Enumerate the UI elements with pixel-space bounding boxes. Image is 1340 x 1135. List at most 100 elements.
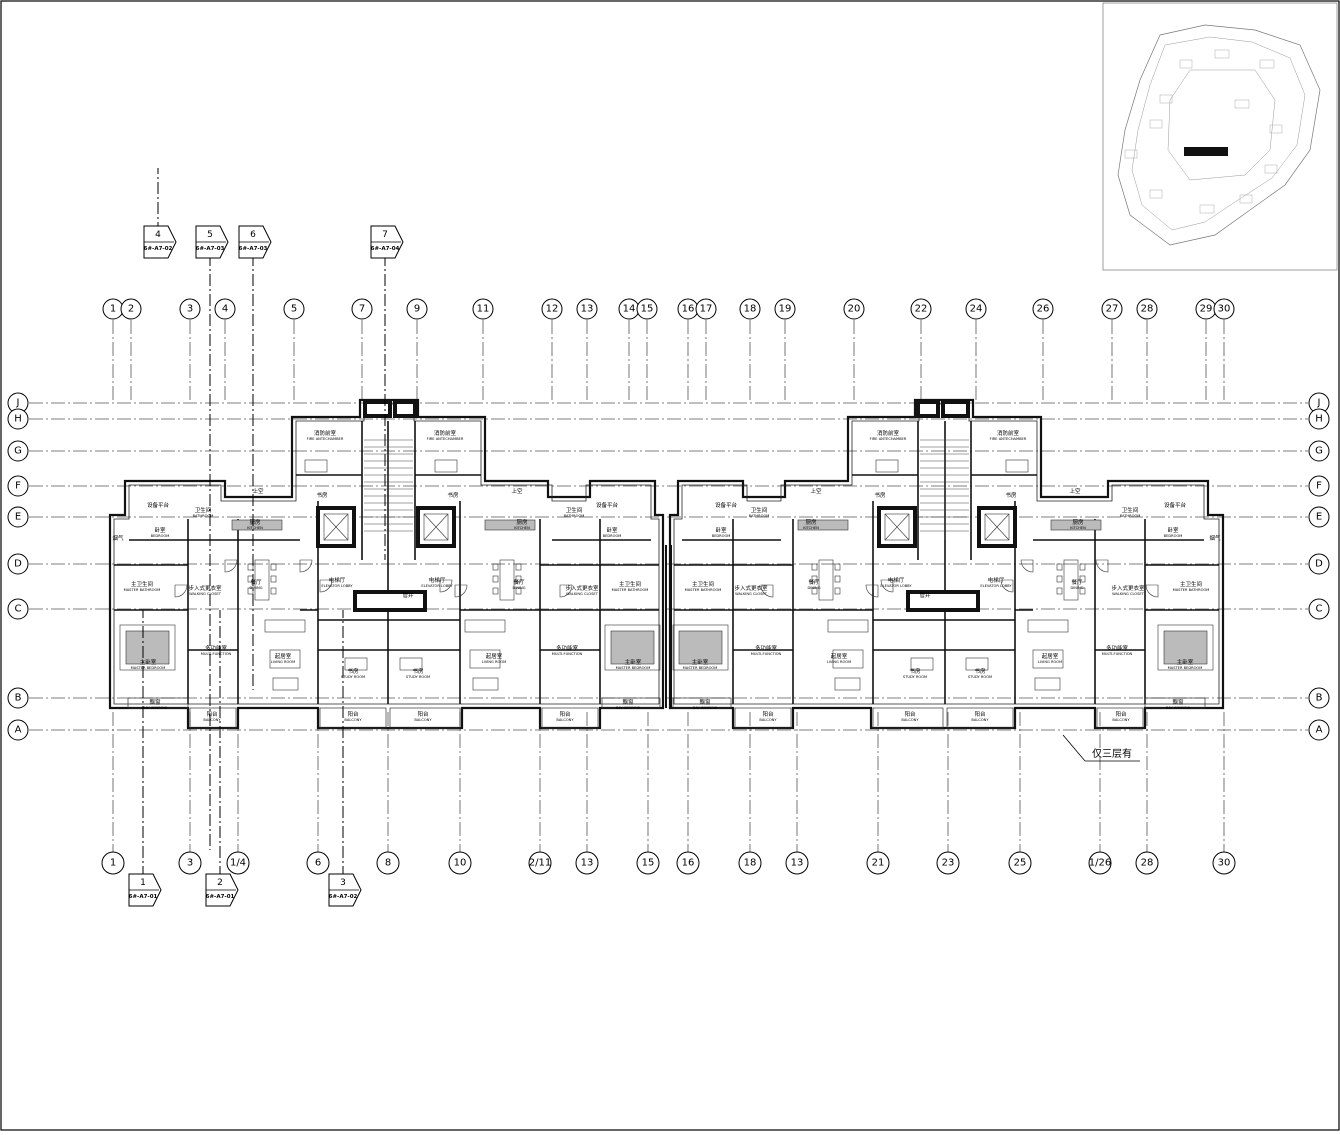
room-label-en: BALCONY — [1112, 718, 1130, 722]
section-number: 6 — [250, 230, 256, 240]
kitchen-counter — [231, 519, 283, 531]
room-label: 书房 — [974, 667, 986, 675]
room-label-en: DINING — [512, 586, 525, 590]
grid-bubble-top — [120, 298, 142, 320]
grid-label-top: 12 — [546, 304, 559, 315]
pipe-shaft — [353, 590, 427, 612]
grid-label-top: 18 — [744, 304, 757, 315]
room-label: 电梯厅 — [429, 576, 446, 584]
room-label-en: FIRE ANTECHAMBER — [307, 437, 344, 441]
room-label-en: MASTER BEDROOM — [131, 666, 166, 670]
grid-bubble-bottom — [1008, 851, 1032, 875]
room-label-en: BATHROOM — [564, 514, 585, 518]
room-label-en: MASTER BATHROOM — [612, 588, 649, 592]
desk — [399, 657, 423, 671]
row-label-right: H — [1315, 414, 1323, 425]
room-label: 消防前室 — [997, 429, 1020, 437]
row-label-right: B — [1316, 693, 1323, 704]
row-label-left: B — [15, 693, 22, 704]
sofa — [1027, 619, 1069, 633]
room-label-en: FIRE ANTECHAMBER — [870, 437, 907, 441]
grid-bubble-bottom — [738, 851, 762, 875]
grid-label-top: 24 — [970, 304, 983, 315]
grid-bubble-top — [406, 298, 428, 320]
grid-label-bottom: 28 — [1141, 858, 1154, 869]
room-label: 飘窗 — [622, 698, 634, 706]
room-label-en: MASTER BATHROOM — [1173, 588, 1210, 592]
grid-bubble-bottom — [306, 851, 330, 875]
row-label-left: E — [15, 512, 21, 523]
room-label: 上空 — [1069, 487, 1081, 495]
room-label: 阳台 — [974, 710, 986, 718]
grid-label-top: 11 — [477, 304, 490, 315]
desk — [434, 459, 458, 473]
room-label: 电梯厅 — [329, 576, 346, 584]
grid-label-bottom: 13 — [581, 858, 594, 869]
grid-label-bottom: 1 — [110, 858, 116, 869]
grid-label-top: 19 — [779, 304, 792, 315]
grid-label-top: 14 — [623, 304, 636, 315]
room-label: 主卧室 — [140, 658, 157, 666]
grid-label-bottom: 13 — [791, 858, 804, 869]
balcony-outline — [541, 707, 599, 729]
grid-label-bottom: 6 — [315, 858, 321, 869]
door-swing — [865, 584, 879, 598]
section-reference: 6#-A7-03 — [196, 246, 225, 252]
balcony-outline — [601, 697, 661, 709]
room-labels: 消防前室 FIRE ANTECHAMBER 消防前室 FIRE ANTECHAMBER… — [112, 429, 1221, 722]
row-label-right: A — [1316, 725, 1323, 736]
room-label-en: STUDY ROOM — [968, 675, 992, 679]
grid-label-bottom: 18 — [744, 858, 757, 869]
room-label: 主卧室 — [1177, 658, 1194, 666]
door-swing — [439, 579, 453, 593]
room-label-en: ELEVATOR LOBBY — [880, 584, 912, 588]
desk — [965, 657, 989, 671]
section-marker-top: 66#-A7-03 — [238, 225, 272, 690]
room-label: 卫生间 — [1122, 506, 1139, 514]
grid-label-top: 3 — [187, 304, 193, 315]
room-label: 飘窗 — [699, 698, 711, 706]
room-label: 消防前室 — [434, 429, 457, 437]
section-number: 7 — [382, 230, 388, 240]
room-label: 餐厅 — [808, 578, 820, 586]
row-bubble-left — [7, 687, 29, 709]
room-label-en: STUDY ROOM — [341, 675, 365, 679]
row-label-left: A — [15, 725, 22, 736]
grid-label-bottom: 3 — [187, 858, 193, 869]
room-label-en: BALCONY — [203, 718, 221, 722]
pipe-shaft — [906, 590, 980, 612]
room-label-en: MULTI-FUNCTION — [552, 652, 583, 656]
room-label-en: MULTI-FUNCTION — [751, 652, 782, 656]
pipe-shaft — [393, 400, 417, 418]
room-label: 多功能室 — [556, 644, 579, 652]
row-bubble-left — [7, 598, 29, 620]
room-label: 书房 — [412, 667, 424, 675]
room-label: 书房 — [347, 667, 359, 675]
exterior-wall — [668, 398, 1225, 730]
grid-bubble-bottom — [575, 851, 599, 875]
room-label-en: MASTER BEDROOM — [683, 666, 718, 670]
sofa — [827, 619, 869, 633]
door-swing — [299, 559, 313, 573]
room-label: 卧室 — [606, 526, 618, 534]
room-label: 设备平台 — [596, 501, 619, 509]
room-label: 阳台 — [762, 710, 774, 718]
room-label-en: KITCHEN — [1070, 526, 1086, 530]
kitchen-counter — [797, 519, 849, 531]
room-label: 主卧室 — [625, 658, 642, 666]
door-swing — [174, 584, 188, 598]
room-label: 上空 — [810, 487, 822, 495]
grid-bubble-top — [774, 298, 796, 320]
room-label: 多功能室 — [1106, 644, 1129, 652]
room-label: 多功能室 — [205, 644, 228, 652]
grid-label-top: 1 — [110, 304, 116, 315]
room-label: 卫生间 — [751, 506, 768, 514]
grid-bubble-top — [739, 298, 761, 320]
grid-bubble-bottom — [785, 851, 809, 875]
sofa — [464, 619, 506, 633]
room-label: 步入式更衣室 — [565, 584, 599, 592]
room-label-en: BALCONY — [759, 718, 777, 722]
section-marker-bottom: 26#-A7-01 — [205, 610, 239, 907]
room-label: 主卫生间 — [619, 580, 641, 588]
room-label-en: DINING — [807, 586, 820, 590]
